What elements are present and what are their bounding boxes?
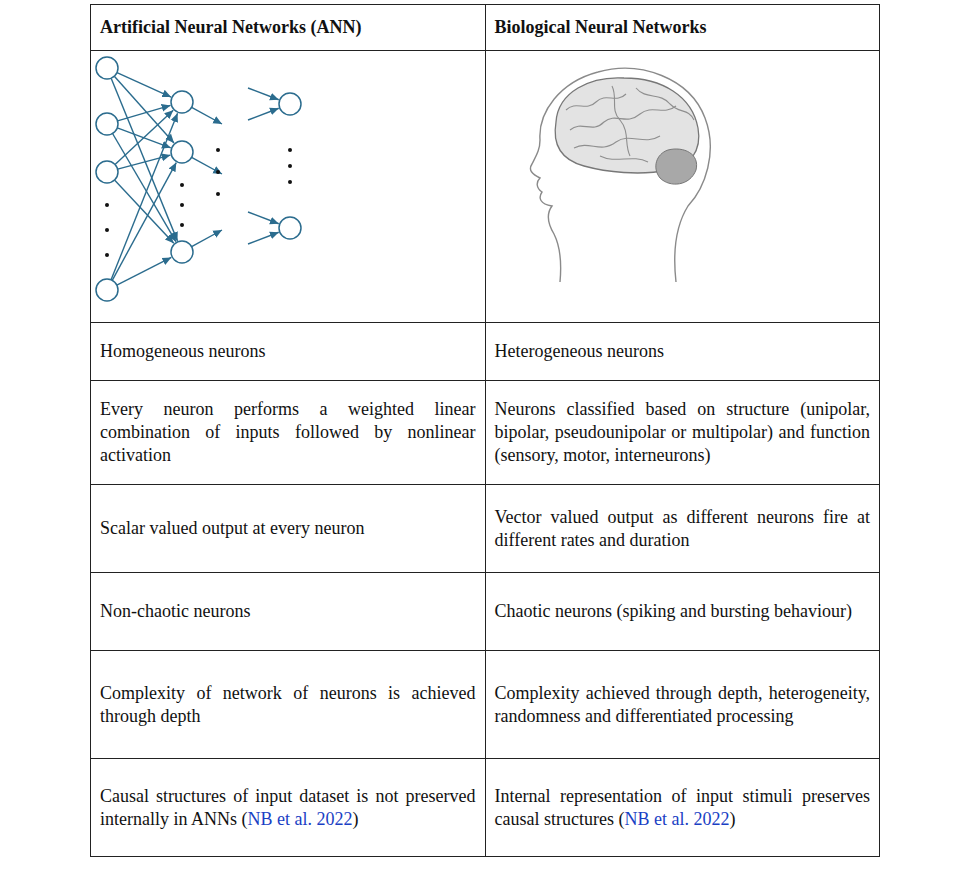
table-cell: Causal structures of input dataset is no… bbox=[91, 759, 486, 857]
table-row: Complexity of network of neurons is achi… bbox=[91, 651, 880, 759]
table-row: Scalar valued output at every neuron Vect… bbox=[91, 485, 880, 573]
neuron-circle bbox=[171, 141, 193, 163]
neuron-circle bbox=[279, 217, 301, 239]
neuron-circle bbox=[171, 241, 193, 263]
table-row: Homogeneous neurons Heterogeneous neurons bbox=[91, 323, 880, 381]
ann-arrow bbox=[248, 212, 279, 224]
ann-arrow bbox=[111, 113, 177, 280]
neuron-circle bbox=[279, 93, 301, 115]
ellipsis-dot bbox=[216, 170, 220, 174]
ellipsis-dot bbox=[105, 203, 109, 207]
cell-text: Heterogeneous neurons bbox=[495, 340, 871, 363]
neuron-circle bbox=[96, 279, 118, 301]
cell-text: Neurons classified based on structure (u… bbox=[495, 398, 871, 467]
table-cell: Internal representation of input stimuli… bbox=[485, 759, 880, 857]
neuron-circle bbox=[96, 113, 118, 135]
table-cell: Non-chaotic neurons bbox=[91, 573, 486, 651]
comparison-table: Artificial Neural Networks (ANN) Biologic… bbox=[90, 4, 880, 857]
column-heading: Biological Neural Networks bbox=[495, 16, 871, 39]
table-row: Causal structures of input dataset is no… bbox=[91, 759, 880, 857]
ann-arrow bbox=[192, 230, 222, 247]
ellipsis-dot bbox=[180, 183, 184, 187]
cell-text: Complexity achieved through depth, heter… bbox=[495, 682, 871, 728]
cell-text: Non-chaotic neurons bbox=[100, 600, 476, 623]
ann-arrow bbox=[117, 73, 171, 98]
cell-text: Scalar valued output at every neuron bbox=[100, 517, 476, 540]
cell-text: Vector valued output as different neuron… bbox=[495, 506, 871, 552]
ellipsis-dot bbox=[180, 223, 184, 227]
ellipsis-dot bbox=[216, 148, 220, 152]
brain-head-illustration bbox=[530, 68, 710, 282]
ann-arrow bbox=[248, 88, 279, 100]
cell-text: Every neuron performs a weighted linear … bbox=[100, 398, 476, 467]
ellipsis-dot bbox=[288, 180, 292, 184]
cell-text: Complexity of network of neurons is achi… bbox=[100, 682, 476, 728]
table-cell: Heterogeneous neurons bbox=[485, 323, 880, 381]
ellipsis-dot bbox=[180, 203, 184, 207]
ann-arrow bbox=[112, 163, 176, 281]
ann-arrow bbox=[111, 78, 177, 241]
table-cell: Complexity of network of neurons is achi… bbox=[91, 651, 486, 759]
table-row: Every neuron performs a weighted linear … bbox=[91, 381, 880, 485]
cell-text: Causal structures of input dataset is no… bbox=[100, 785, 476, 831]
ann-arrow bbox=[248, 232, 279, 244]
table-row: Non-chaotic neurons Chaotic neurons (spik… bbox=[91, 573, 880, 651]
image-cell bbox=[91, 51, 486, 323]
table-cell: Neurons classified based on structure (u… bbox=[485, 381, 880, 485]
neuron-circle bbox=[171, 91, 193, 113]
cell-text: Homogeneous neurons bbox=[100, 340, 476, 363]
ellipsis-dot bbox=[105, 253, 109, 257]
ann-network-illustration bbox=[96, 57, 301, 301]
table-cell: Scalar valued output at every neuron bbox=[91, 485, 486, 573]
header-cell: Artificial Neural Networks (ANN) bbox=[91, 5, 486, 51]
table-cell: Vector valued output as different neuron… bbox=[485, 485, 880, 573]
ann-arrow bbox=[192, 157, 222, 174]
ann-arrow bbox=[192, 107, 222, 124]
ann-arrow bbox=[117, 257, 171, 285]
table-cell: Chaotic neurons (spiking and bursting be… bbox=[485, 573, 880, 651]
ellipsis-dot bbox=[105, 228, 109, 232]
neuron-circle bbox=[96, 161, 118, 183]
cell-text: Chaotic neurons (spiking and bursting be… bbox=[495, 600, 871, 623]
table-cell: Every neuron performs a weighted linear … bbox=[91, 381, 486, 485]
header-cell: Biological Neural Networks bbox=[485, 5, 880, 51]
ann-arrow bbox=[118, 155, 171, 169]
cell-text: Internal representation of input stimuli… bbox=[495, 785, 871, 831]
table-cell: Homogeneous neurons bbox=[91, 323, 486, 381]
column-heading: Artificial Neural Networks (ANN) bbox=[100, 16, 476, 39]
ellipsis-dot bbox=[288, 164, 292, 168]
ann-arrow bbox=[248, 108, 279, 120]
table-row: Artificial Neural Networks (ANN) Biologic… bbox=[91, 5, 880, 51]
ellipsis-dot bbox=[216, 192, 220, 196]
table-row bbox=[91, 51, 880, 323]
table-cell: Complexity achieved through depth, heter… bbox=[485, 651, 880, 759]
image-cell bbox=[485, 51, 880, 323]
ann-arrow bbox=[115, 180, 174, 243]
ellipsis-dot bbox=[288, 148, 292, 152]
ann-arrow bbox=[118, 105, 171, 121]
neuron-circle bbox=[96, 57, 118, 79]
